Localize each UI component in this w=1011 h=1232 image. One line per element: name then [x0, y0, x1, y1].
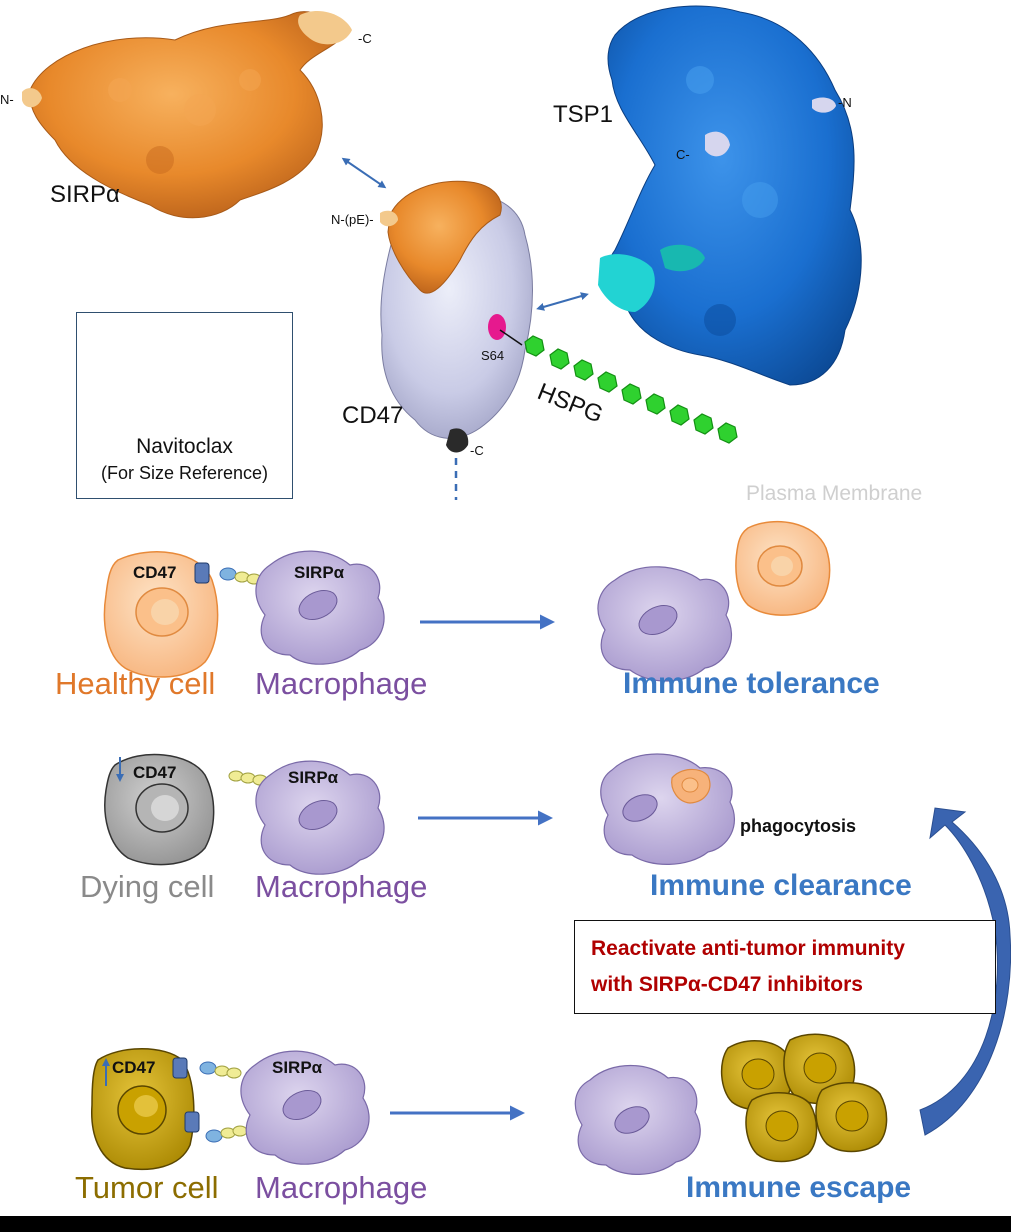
macrophage-phagocytosing	[600, 753, 735, 865]
row3-cd47-label: CD47	[112, 1058, 156, 1077]
row2-cd47-label: CD47	[133, 763, 177, 782]
healthy-cell-label: Healthy cell	[55, 666, 216, 701]
navitoclax-title: Navitoclax	[136, 435, 233, 458]
therapy-line1: Reactivate anti-tumor immunity	[591, 937, 905, 960]
row2-sirpa-label: SIRPα	[288, 768, 339, 787]
macrophage-tolerance	[597, 566, 732, 682]
navitoclax-subtitle: (For Size Reference)	[100, 463, 269, 483]
immune-tolerance-label: Immune tolerance	[623, 667, 880, 700]
sirpa-n-terminal-label: N-	[0, 92, 14, 107]
tsp1-structure-label: TSP1	[553, 101, 614, 128]
phagocytosis-label: phagocytosis	[740, 816, 857, 836]
tsp1-n-terminal-label: -N	[838, 95, 852, 110]
sirpa-cd47-interaction-arrow	[341, 157, 387, 189]
row2-macrophage-label: Macrophage	[255, 869, 428, 904]
macrophage-row3	[240, 1050, 370, 1165]
hspg-chain	[499, 329, 738, 444]
therapy-box: Reactivate anti-tumor immunity with SIRP…	[574, 920, 996, 1014]
tsp1-protein-structure	[598, 5, 862, 386]
therapy-line2: with SIRPα-CD47 inhibitors	[591, 973, 863, 996]
sirpa-c-terminal-label: -C	[358, 31, 372, 46]
s64-residue-label: S64	[481, 348, 505, 363]
macrophage-escape	[574, 1064, 701, 1175]
healthy-cell	[103, 551, 219, 678]
bottom-border	[0, 1216, 1011, 1232]
sirpa-protein-structure	[22, 10, 352, 219]
row1-sirpa-label: SIRPα	[294, 563, 345, 582]
tsp1-c-terminal-label: C-	[676, 147, 690, 162]
tumor-cell-cluster	[720, 1033, 888, 1163]
cd47-protein-structure	[380, 180, 533, 453]
macrophage-row2	[255, 760, 385, 875]
row3-sirpa-label: SIRPα	[272, 1058, 323, 1077]
cd47-n-terminal-label: N-(pE)-	[331, 212, 374, 227]
row1-cd47-label: CD47	[133, 563, 177, 582]
cd47-c-terminal-label: -C	[470, 443, 484, 458]
plasma-membrane-label: Plasma Membrane	[746, 482, 923, 505]
tumor-cell	[91, 1048, 195, 1171]
navitoclax-box: Navitoclax (For Size Reference)	[76, 312, 293, 499]
immune-escape-label: Immune escape	[686, 1171, 912, 1204]
row1-macrophage-label: Macrophage	[255, 666, 428, 701]
tumor-cell-label: Tumor cell	[75, 1170, 219, 1205]
tsp1-cd47-interaction-arrow	[536, 292, 589, 311]
immune-clearance-label: Immune clearance	[650, 869, 912, 902]
healthy-cell-spared	[735, 520, 831, 616]
row3-macrophage-label: Macrophage	[255, 1170, 428, 1205]
cd47-sirpa-complex-tumor	[172, 1057, 272, 1143]
dying-cell	[104, 753, 215, 866]
cd47-structure-label: CD47	[342, 402, 404, 429]
macrophage-row1	[255, 550, 385, 665]
sirpa-structure-label: SIRPα	[50, 181, 120, 208]
dying-cell-label: Dying cell	[80, 869, 215, 904]
